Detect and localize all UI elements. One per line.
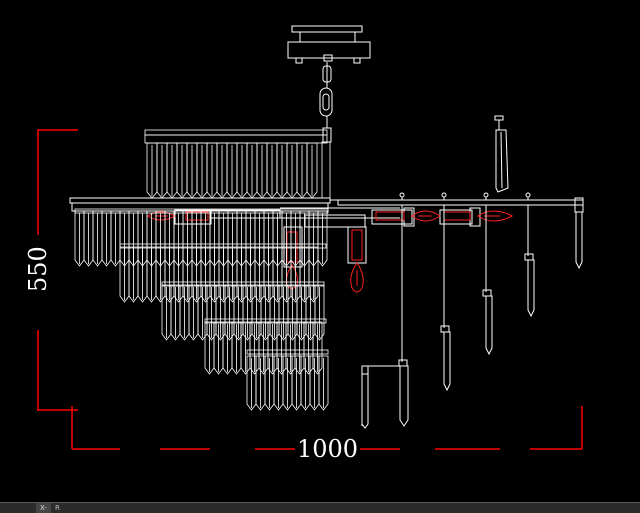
crystal-prism <box>266 142 278 199</box>
crystal-prism <box>281 246 292 303</box>
crystal-prism <box>263 246 274 303</box>
crystal-prism <box>264 355 275 411</box>
crystal-prism <box>101 210 112 267</box>
crystal-prism <box>236 246 247 303</box>
height-dimension-label: 550 <box>24 246 52 292</box>
crystal-prism <box>276 142 288 199</box>
crystal-prism <box>110 210 121 267</box>
crystal-prism <box>173 246 184 303</box>
bulb-far-right <box>443 210 514 222</box>
ceiling-canopy <box>287 25 371 64</box>
crystal-prism <box>119 246 130 303</box>
crystal-prism <box>249 321 260 375</box>
crystal-prism <box>256 142 268 199</box>
hanging-chain <box>319 62 333 143</box>
crystal-hooks <box>399 192 531 200</box>
crystal-prism <box>196 142 208 199</box>
crystal-prism <box>128 246 139 303</box>
crystal-prism <box>236 142 248 199</box>
crystal-prism <box>146 246 157 303</box>
crystal-prism <box>286 142 298 199</box>
crystal-prism <box>306 142 318 199</box>
status-bar: X- R <box>0 502 640 513</box>
crystal-prism <box>218 246 229 303</box>
crystal-prism <box>290 246 301 303</box>
crystal-prism <box>299 246 310 303</box>
main-frame <box>69 197 584 228</box>
crystal-prism <box>296 142 308 199</box>
stepped-crystal-tiers <box>74 208 329 411</box>
crystal-prism <box>267 321 278 375</box>
crystal-prism <box>204 321 215 375</box>
crystal-prism <box>182 246 193 303</box>
cad-canvas[interactable]: 550 1000 <box>0 0 640 502</box>
crystal-prism <box>240 321 251 375</box>
crystal-prism <box>156 142 168 199</box>
crystal-prism <box>258 321 269 375</box>
width-dimension-label: 1000 <box>297 435 358 463</box>
tier-ring-5 <box>246 349 329 355</box>
crystal-prism <box>92 210 103 267</box>
crystal-prism <box>176 142 188 199</box>
crystal-prism <box>276 321 287 375</box>
chandelier-drawing: 550 1000 <box>24 25 584 463</box>
crystal-prism <box>191 246 202 303</box>
crystal-prism <box>137 246 148 303</box>
crystal-prism <box>246 355 257 411</box>
width-dimension <box>71 406 583 450</box>
crystal-prism <box>83 210 94 267</box>
bulb-down-center <box>350 229 364 293</box>
crystal-prism <box>179 284 190 341</box>
bulb-sockets <box>174 207 481 268</box>
crystal-prism <box>303 321 314 375</box>
crystal-prism <box>227 246 238 303</box>
crystal-prism <box>254 246 265 303</box>
crystal-prism <box>272 246 283 303</box>
crystal-prism <box>255 355 266 411</box>
hanging-pendants <box>361 115 583 429</box>
crystal-prism <box>186 142 198 199</box>
crystal-prism <box>291 355 302 411</box>
crystal-prism <box>209 246 220 303</box>
crystal-prism <box>308 246 319 303</box>
crystal-prism <box>246 142 258 199</box>
crystal-prism <box>213 321 224 375</box>
crystal-prism <box>146 142 158 199</box>
crystal-prism <box>300 355 311 411</box>
crystal-prism <box>312 321 323 375</box>
crystal-prism <box>222 321 233 375</box>
crystal-prism <box>231 321 242 375</box>
crystal-prism <box>294 321 305 375</box>
height-dimension <box>37 129 78 411</box>
tab-secondary[interactable]: R <box>54 504 60 512</box>
crystal-prism <box>164 246 175 303</box>
crystal-prism <box>273 355 284 411</box>
crystal-prism <box>200 246 211 303</box>
crystal-prism <box>188 284 199 341</box>
light-bulbs <box>147 210 514 293</box>
crystal-prism <box>226 142 238 199</box>
crystal-prism <box>282 355 293 411</box>
crystal-prism <box>155 246 166 303</box>
crystal-prism <box>285 321 296 375</box>
crystal-prism <box>245 246 256 303</box>
crystal-prism <box>206 142 218 199</box>
crystal-prism <box>216 142 228 199</box>
tier-ring-4 <box>204 318 327 324</box>
bulb-mid-right <box>375 210 441 222</box>
crystal-prism <box>170 284 181 341</box>
crystal-prism <box>74 210 85 267</box>
crystal-prism <box>318 355 329 411</box>
crystal-prism <box>161 284 172 341</box>
crystal-prism <box>166 142 178 199</box>
tier-ring-2 <box>119 243 327 249</box>
top-crystal-tier <box>144 129 331 199</box>
tab-command-line[interactable]: X- <box>36 503 51 513</box>
crystal-prism <box>309 355 320 411</box>
